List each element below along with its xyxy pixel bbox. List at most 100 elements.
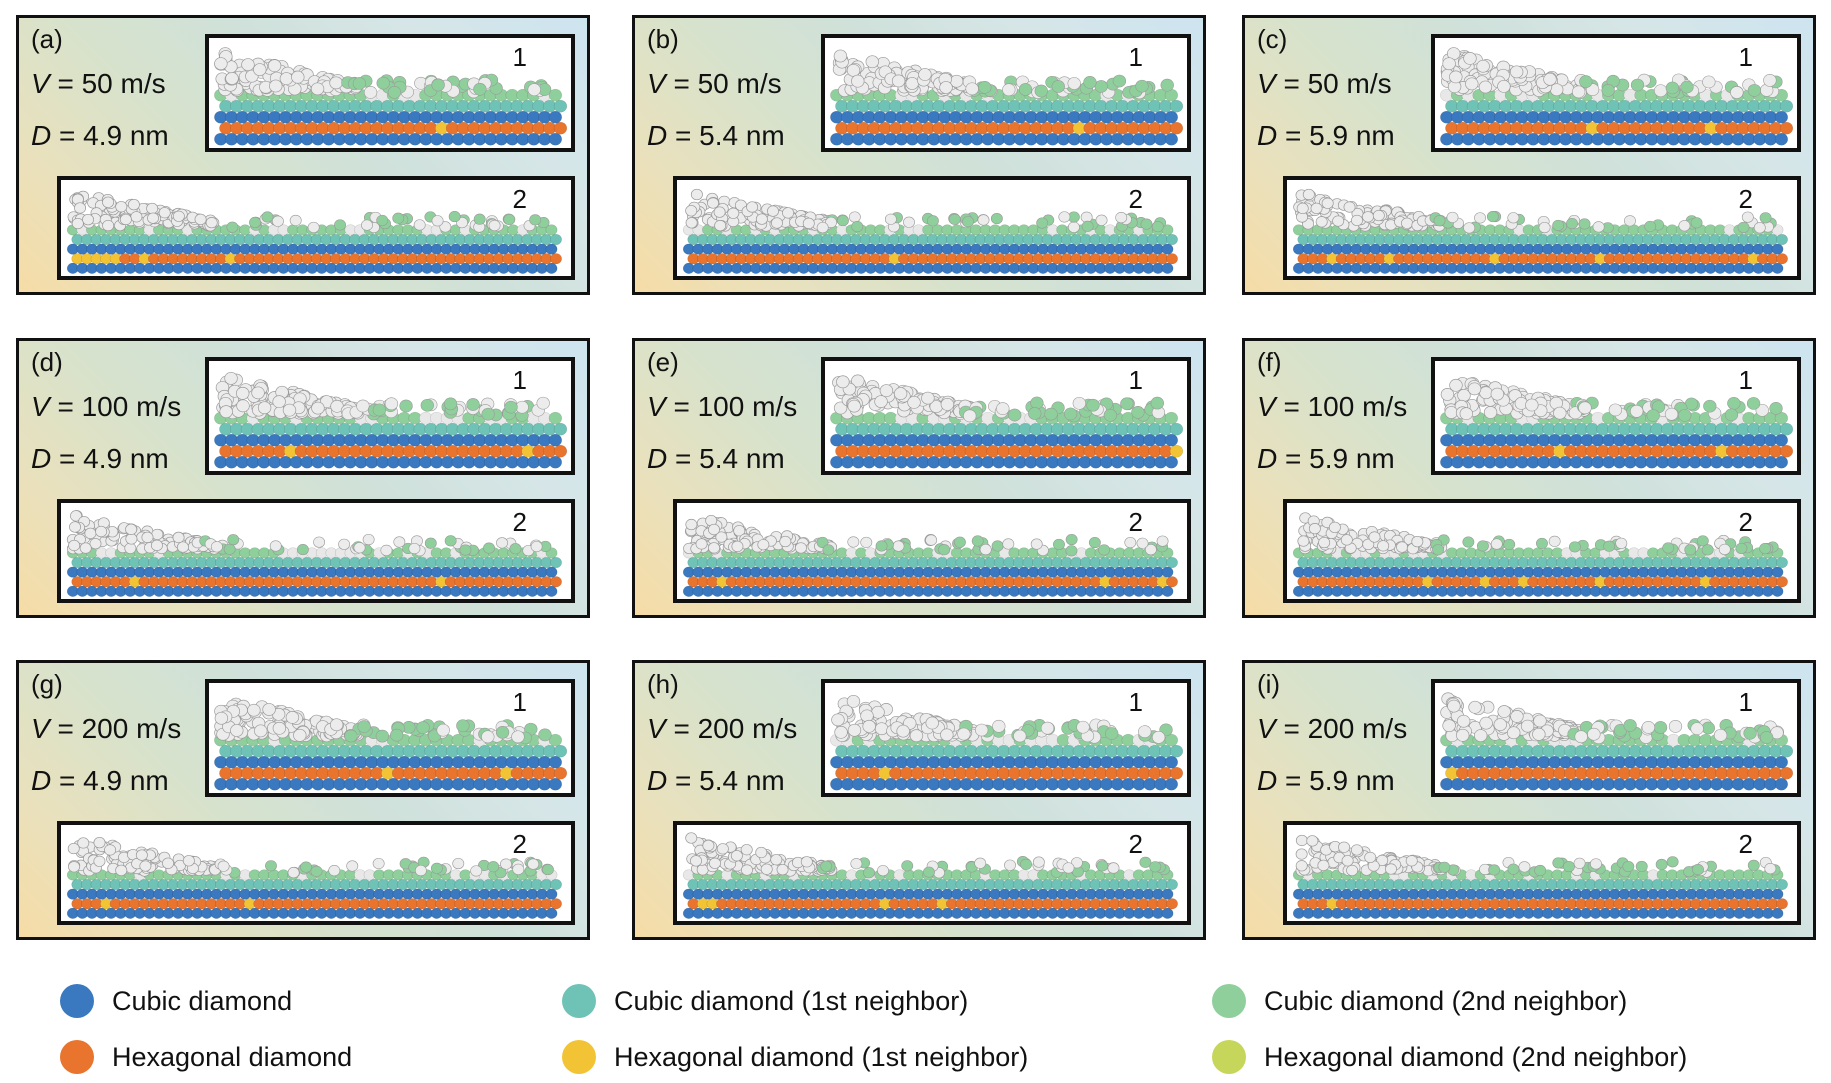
velocity-label: V = 200 m/s [647, 713, 798, 744]
panel-i: (i) V = 200 m/s D = 5.9 nm 1 2 [1242, 660, 1816, 940]
inset-2: 2 [57, 821, 575, 925]
panel-c: (c) V = 50 m/s D = 5.9 nm 1 2 [1242, 15, 1816, 295]
atomic-structure-illustration [682, 515, 1178, 597]
inset-1: 1 [1431, 357, 1801, 475]
inset-number: 2 [1738, 184, 1753, 214]
atomic-structure-illustration [66, 837, 562, 919]
atomic-structure-illustration [214, 371, 568, 469]
inset-number: 2 [1128, 507, 1143, 537]
atomic-structure-illustration [830, 49, 1184, 146]
panel-letter: (d) [31, 347, 63, 377]
atomic-structure-illustration [682, 832, 1178, 919]
panel-letter: (b) [647, 24, 679, 54]
atomic-structure-illustration [1292, 834, 1788, 919]
legend-color-dot [562, 984, 596, 1018]
diameter-label: D = 5.9 nm [1257, 765, 1395, 796]
inset-number: 2 [512, 184, 527, 214]
inset-number: 1 [1128, 687, 1143, 717]
panel-letter: (g) [31, 669, 63, 699]
inset-2: 2 [673, 499, 1191, 603]
legend-label: Cubic diamond (1st neighbor) [614, 986, 969, 1016]
legend-label: Hexagonal diamond (1st neighbor) [614, 1042, 1029, 1072]
panel-d: (d) V = 100 m/s D = 4.9 nm 1 2 [16, 338, 590, 618]
inset-2: 2 [57, 499, 575, 603]
diameter-label: D = 5.4 nm [647, 765, 785, 796]
velocity-label: V = 100 m/s [31, 391, 182, 422]
panel-letter: (i) [1257, 669, 1281, 699]
diameter-label: D = 5.4 nm [647, 120, 785, 151]
velocity-label: V = 100 m/s [647, 391, 798, 422]
legend-color-dot [60, 984, 94, 1018]
diameter-label: D = 5.9 nm [1257, 443, 1395, 474]
diameter-label: D = 4.9 nm [31, 765, 169, 796]
inset-number: 1 [1738, 365, 1753, 395]
atomic-structure-illustration [682, 188, 1178, 274]
inset-1: 1 [821, 34, 1191, 152]
atomic-structure-illustration [830, 695, 1184, 791]
inset-number: 2 [512, 829, 527, 859]
diameter-label: D = 5.4 nm [647, 443, 785, 474]
atomic-structure-illustration [1292, 188, 1788, 274]
inset-number: 2 [1128, 829, 1143, 859]
inset-number: 1 [1738, 42, 1753, 72]
panel-letter: (f) [1257, 347, 1282, 377]
atomic-structure-illustration [66, 190, 562, 274]
legend-color-dot [562, 1040, 596, 1074]
atomic-structure-illustration [214, 697, 568, 791]
atomic-structure-illustration [1440, 692, 1794, 791]
diameter-label: D = 4.9 nm [31, 120, 169, 151]
legend-color-dot [1212, 1040, 1246, 1074]
legend-label: Cubic diamond (2nd neighbor) [1264, 986, 1628, 1016]
legend-color-dot [1212, 984, 1246, 1018]
inset-number: 1 [1738, 687, 1753, 717]
panel-letter: (c) [1257, 24, 1288, 54]
atomic-structure-illustration [1292, 512, 1788, 597]
diameter-label: D = 4.9 nm [31, 443, 169, 474]
inset-1: 1 [205, 357, 575, 475]
atomic-structure-illustration [1440, 377, 1794, 469]
inset-number: 2 [512, 507, 527, 537]
inset-number: 1 [512, 42, 527, 72]
velocity-label: V = 50 m/s [1257, 68, 1392, 99]
inset-2: 2 [1283, 499, 1801, 603]
atomic-structure-illustration [214, 47, 568, 146]
velocity-label: V = 200 m/s [1257, 713, 1408, 744]
inset-1: 1 [821, 679, 1191, 797]
inset-number: 1 [1128, 42, 1143, 72]
atomic-structure-illustration [830, 374, 1184, 469]
panel-letter: (e) [647, 347, 679, 377]
inset-number: 1 [1128, 365, 1143, 395]
legend-label: Hexagonal diamond (2nd neighbor) [1264, 1042, 1688, 1072]
inset-1: 1 [205, 34, 575, 152]
inset-2: 2 [57, 176, 575, 280]
inset-2: 2 [1283, 176, 1801, 280]
atomic-structure-illustration [66, 510, 562, 597]
inset-number: 2 [1738, 507, 1753, 537]
legend-label: Hexagonal diamond [112, 1042, 353, 1072]
panel-h: (h) V = 200 m/s D = 5.4 nm 1 2 [632, 660, 1206, 940]
inset-2: 2 [673, 176, 1191, 280]
panel-letter: (a) [31, 24, 63, 54]
panel-b: (b) V = 50 m/s D = 5.4 nm 1 2 [632, 15, 1206, 295]
inset-1: 1 [205, 679, 575, 797]
panel-letter: (h) [647, 669, 679, 699]
panel-e: (e) V = 100 m/s D = 5.4 nm 1 2 [632, 338, 1206, 618]
panel-f: (f) V = 100 m/s D = 5.9 nm 1 2 [1242, 338, 1816, 618]
panel-g: (g) V = 200 m/s D = 4.9 nm 1 2 [16, 660, 590, 940]
velocity-label: V = 50 m/s [647, 68, 782, 99]
inset-1: 1 [1431, 34, 1801, 152]
inset-1: 1 [821, 357, 1191, 475]
inset-number: 1 [512, 687, 527, 717]
velocity-label: V = 100 m/s [1257, 391, 1408, 422]
legend-color-dot [60, 1040, 94, 1074]
panel-a: (a) V = 50 m/s D = 4.9 nm 1 2 [16, 15, 590, 295]
atomic-structure-illustration [1440, 47, 1794, 146]
velocity-label: V = 50 m/s [31, 68, 166, 99]
velocity-label: V = 200 m/s [31, 713, 182, 744]
legend-label: Cubic diamond [112, 986, 293, 1016]
inset-number: 1 [512, 365, 527, 395]
diameter-label: D = 5.9 nm [1257, 120, 1395, 151]
inset-number: 2 [1738, 829, 1753, 859]
inset-number: 2 [1128, 184, 1143, 214]
inset-2: 2 [1283, 821, 1801, 925]
